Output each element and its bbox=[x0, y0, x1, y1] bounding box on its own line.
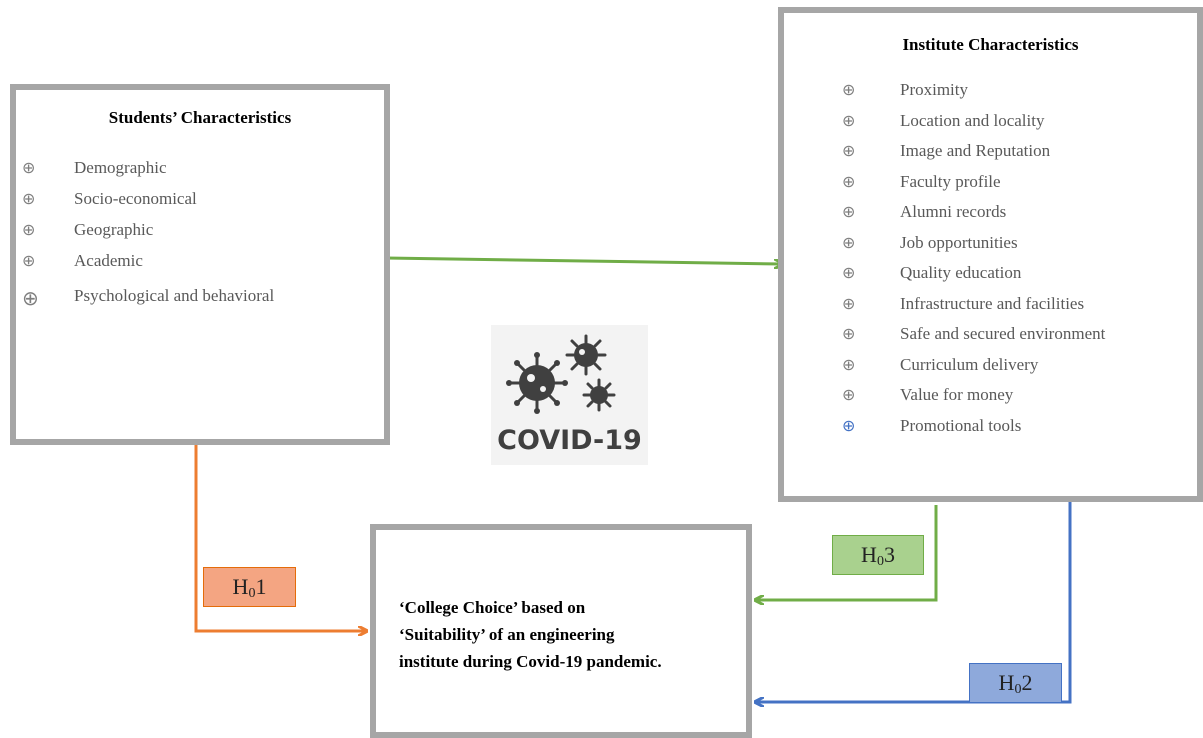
outcome-line-1: ‘College Choice’ based on bbox=[399, 598, 586, 617]
h1-prefix: H bbox=[232, 574, 249, 599]
list-item: Value for money bbox=[900, 385, 1014, 404]
list-item: Infrastructure and facilities bbox=[900, 293, 1085, 313]
h2-suffix: 2 bbox=[1021, 670, 1033, 695]
bullet-icon: ⊕ bbox=[842, 263, 856, 282]
h1-sub: 0 bbox=[248, 586, 256, 601]
list-item: Image and Reputation bbox=[900, 141, 1051, 160]
bullet-icon: ⊕ bbox=[22, 286, 39, 310]
college-choice-box bbox=[370, 524, 752, 738]
institute-box-title: Institute Characteristics bbox=[902, 35, 1079, 54]
list-item: Psychological and behavioral bbox=[74, 286, 275, 305]
bullet-icon: ⊕ bbox=[842, 80, 856, 99]
list-item: Curriculum delivery bbox=[900, 354, 1039, 374]
bullet-icon: ⊕ bbox=[842, 354, 856, 374]
list-item: Geographic bbox=[74, 220, 154, 239]
list-item: Location and locality bbox=[900, 110, 1045, 130]
bullet-icon: ⊕ bbox=[842, 415, 856, 435]
college-choice-text: ‘College Choice’ based on ‘Suitability’ … bbox=[399, 594, 662, 675]
list-item: Faculty profile bbox=[900, 171, 1001, 191]
virus-icon bbox=[506, 334, 616, 414]
bullet-icon: ⊕ bbox=[842, 324, 856, 343]
bullet-icon: ⊕ bbox=[842, 385, 856, 404]
list-item: Socio-economical bbox=[74, 189, 197, 208]
list-item: Job opportunities bbox=[900, 232, 1018, 252]
bullet-icon: ⊕ bbox=[22, 189, 36, 208]
bullet-icon: ⊕ bbox=[22, 220, 36, 239]
h2-prefix: H bbox=[998, 670, 1015, 695]
arrow-h3-institute-to-outcome bbox=[756, 505, 938, 600]
bullet-icon: ⊕ bbox=[842, 141, 856, 160]
h3-prefix: H bbox=[861, 542, 877, 567]
arrow-students-to-institute bbox=[385, 256, 782, 264]
bullet-icon: ⊕ bbox=[842, 232, 856, 252]
bullet-icon: ⊕ bbox=[842, 293, 856, 313]
outcome-line-3: institute during Covid-19 pandemic. bbox=[399, 652, 662, 671]
hypothesis-h1-label: H01 bbox=[203, 567, 296, 607]
bullet-icon: ⊕ bbox=[842, 171, 856, 191]
covid-label: COVID-19 bbox=[497, 425, 642, 456]
bullet-icon: ⊕ bbox=[842, 202, 856, 221]
arrow-h1-students-to-outcome bbox=[194, 442, 366, 631]
hypothesis-h3-label: H03 bbox=[832, 535, 924, 575]
h3-sub: 0 bbox=[876, 554, 884, 569]
h3-suffix: 3 bbox=[883, 542, 895, 567]
students-box-title: Students’ Characteristics bbox=[108, 108, 292, 127]
bullet-icon: ⊕ bbox=[22, 251, 36, 270]
outcome-line-2: ‘Suitability’ of an engineering bbox=[399, 625, 615, 644]
h1-suffix: 1 bbox=[255, 574, 267, 599]
students-characteristics-box: Students’ Characteristics bbox=[10, 84, 390, 445]
list-item: Quality education bbox=[900, 263, 1022, 282]
list-item: Demographic bbox=[74, 158, 167, 177]
list-item: Alumni records bbox=[900, 202, 1007, 221]
covid-graphic: COVID-19 bbox=[491, 325, 648, 465]
list-item: Promotional tools bbox=[900, 415, 1022, 435]
list-item: Safe and secured environment bbox=[900, 324, 1106, 343]
h2-sub: 0 bbox=[1014, 682, 1022, 697]
list-item: Academic bbox=[74, 251, 143, 270]
list-item: Proximity bbox=[900, 80, 969, 99]
institute-characteristics-box: Institute Characteristics bbox=[778, 7, 1203, 502]
bullet-icon: ⊕ bbox=[842, 110, 856, 130]
hypothesis-h2-label: H02 bbox=[969, 663, 1062, 703]
bullet-icon: ⊕ bbox=[22, 158, 36, 177]
arrow-h2-institute-to-outcome bbox=[756, 495, 1072, 702]
